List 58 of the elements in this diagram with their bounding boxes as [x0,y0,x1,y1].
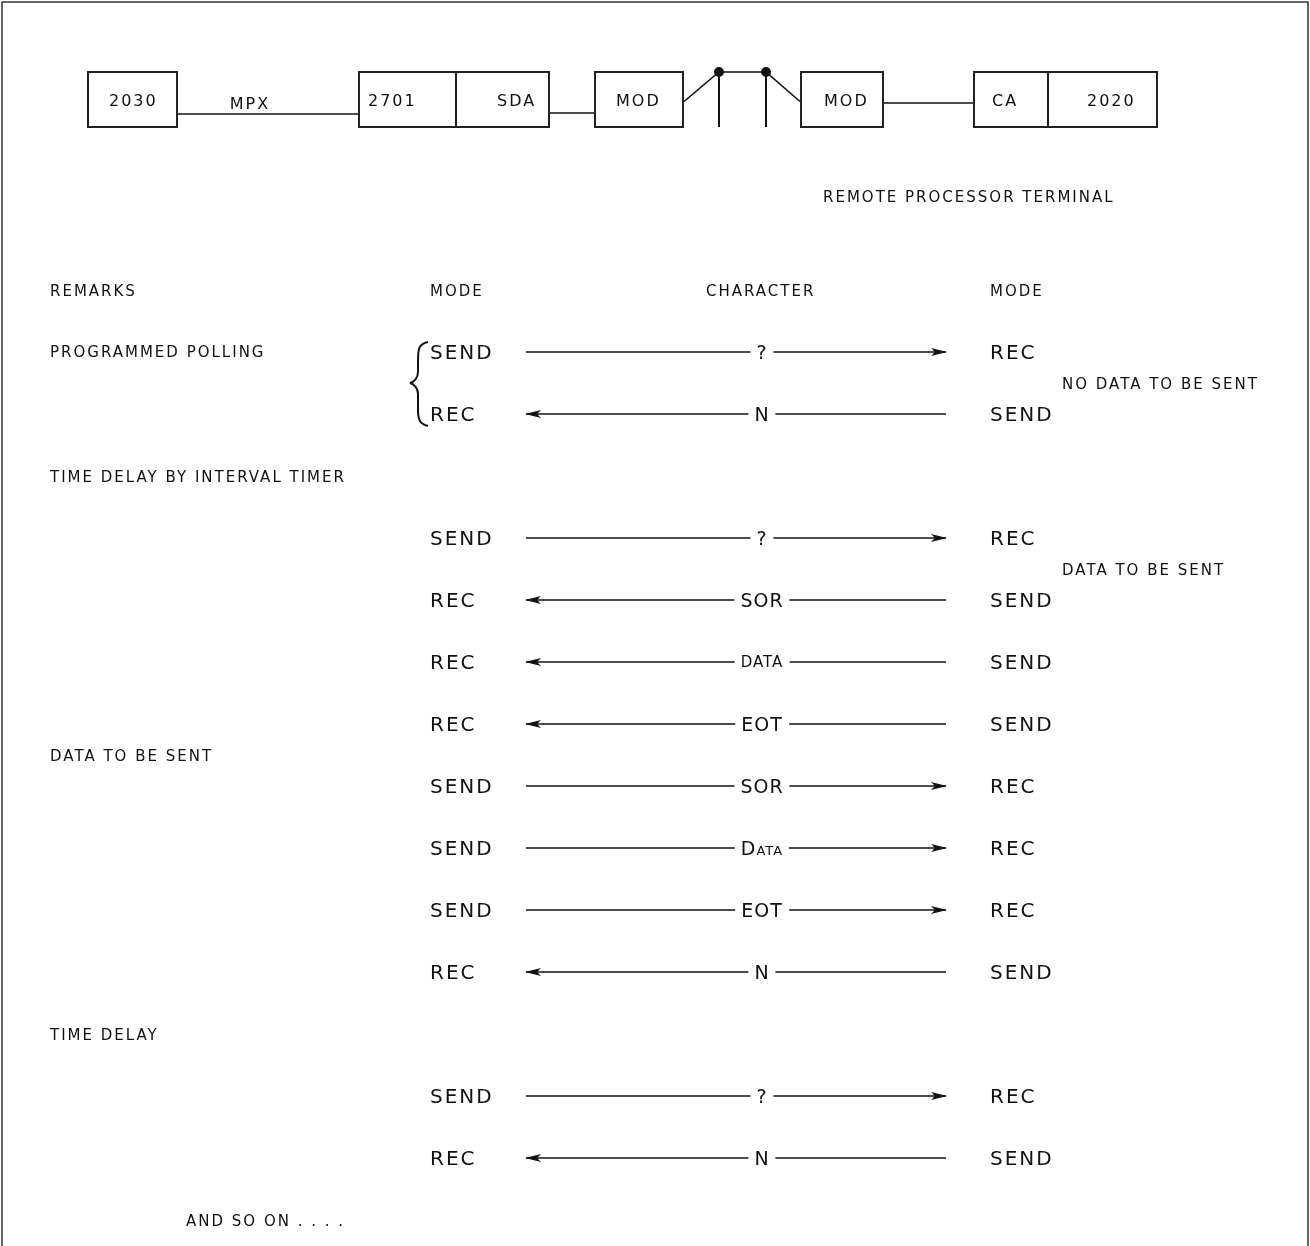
note-text: AND SO ON . . . . [186,1212,346,1230]
box-label: CA [992,90,1019,109]
box-label: MOD [824,90,869,109]
device-box [800,71,884,128]
mode-label: SEND [946,1142,1076,1174]
mode-label: REC [428,708,526,740]
box-label: MOD [616,90,661,109]
box-label: SDA [497,90,537,109]
arrow [525,348,947,356]
note-text: DATA TO BE SENT [50,747,214,765]
column-header: CHARACTER [706,282,816,300]
arrow [525,410,947,418]
column-header: REMARKS [50,282,137,300]
mode-label: SEND [428,894,526,926]
device-box [87,71,178,128]
mode-label: SEND [946,398,1076,430]
device-box [973,71,1158,128]
box-label: 2030 [109,90,158,109]
mode-label: REC [946,522,1076,554]
mode-label: REC [428,584,526,616]
column-header: MODE [990,282,1044,300]
mode-label: SEND [946,708,1076,740]
mode-label: REC [946,894,1076,926]
mode-label: SEND [428,832,526,864]
note-text: TIME DELAY BY INTERVAL TIMER [50,468,346,486]
mode-label: REC [428,1142,526,1174]
box-label: 2701 [368,90,417,109]
note-text: PROGRAMMED POLLING [50,343,266,361]
mode-label: SEND [428,770,526,802]
mode-label: SEND [428,522,526,554]
connector-line [177,113,359,115]
mode-label: SEND [946,646,1076,678]
note-text: NO DATA TO BE SENT [1062,375,1259,393]
arrow [525,1092,947,1100]
connector-line [683,71,801,103]
mode-label: REC [428,956,526,988]
arrow [525,968,947,976]
note-text: TIME DELAY [50,1026,159,1044]
arrow [525,534,947,542]
mode-label: SEND [428,336,526,368]
mode-label: SEND [428,1080,526,1112]
device-box [594,71,684,128]
column-header: MODE [430,282,484,300]
connector-line [883,102,974,104]
mode-label: SEND [946,956,1076,988]
arrow [525,1154,947,1162]
mode-label: REC [946,1080,1076,1112]
connector-line [549,112,595,114]
mode-label: REC [946,832,1076,864]
note-text: DATA TO BE SENT [1062,561,1226,579]
mode-label: REC [946,770,1076,802]
mode-label: REC [428,646,526,678]
mode-label: SEND [946,584,1076,616]
note-text: REMOTE PROCESSOR TERMINAL [823,188,1115,206]
box-label: 2020 [1087,90,1136,109]
device-box [358,71,550,128]
mode-label: REC [428,398,526,430]
mode-label: REC [946,336,1076,368]
